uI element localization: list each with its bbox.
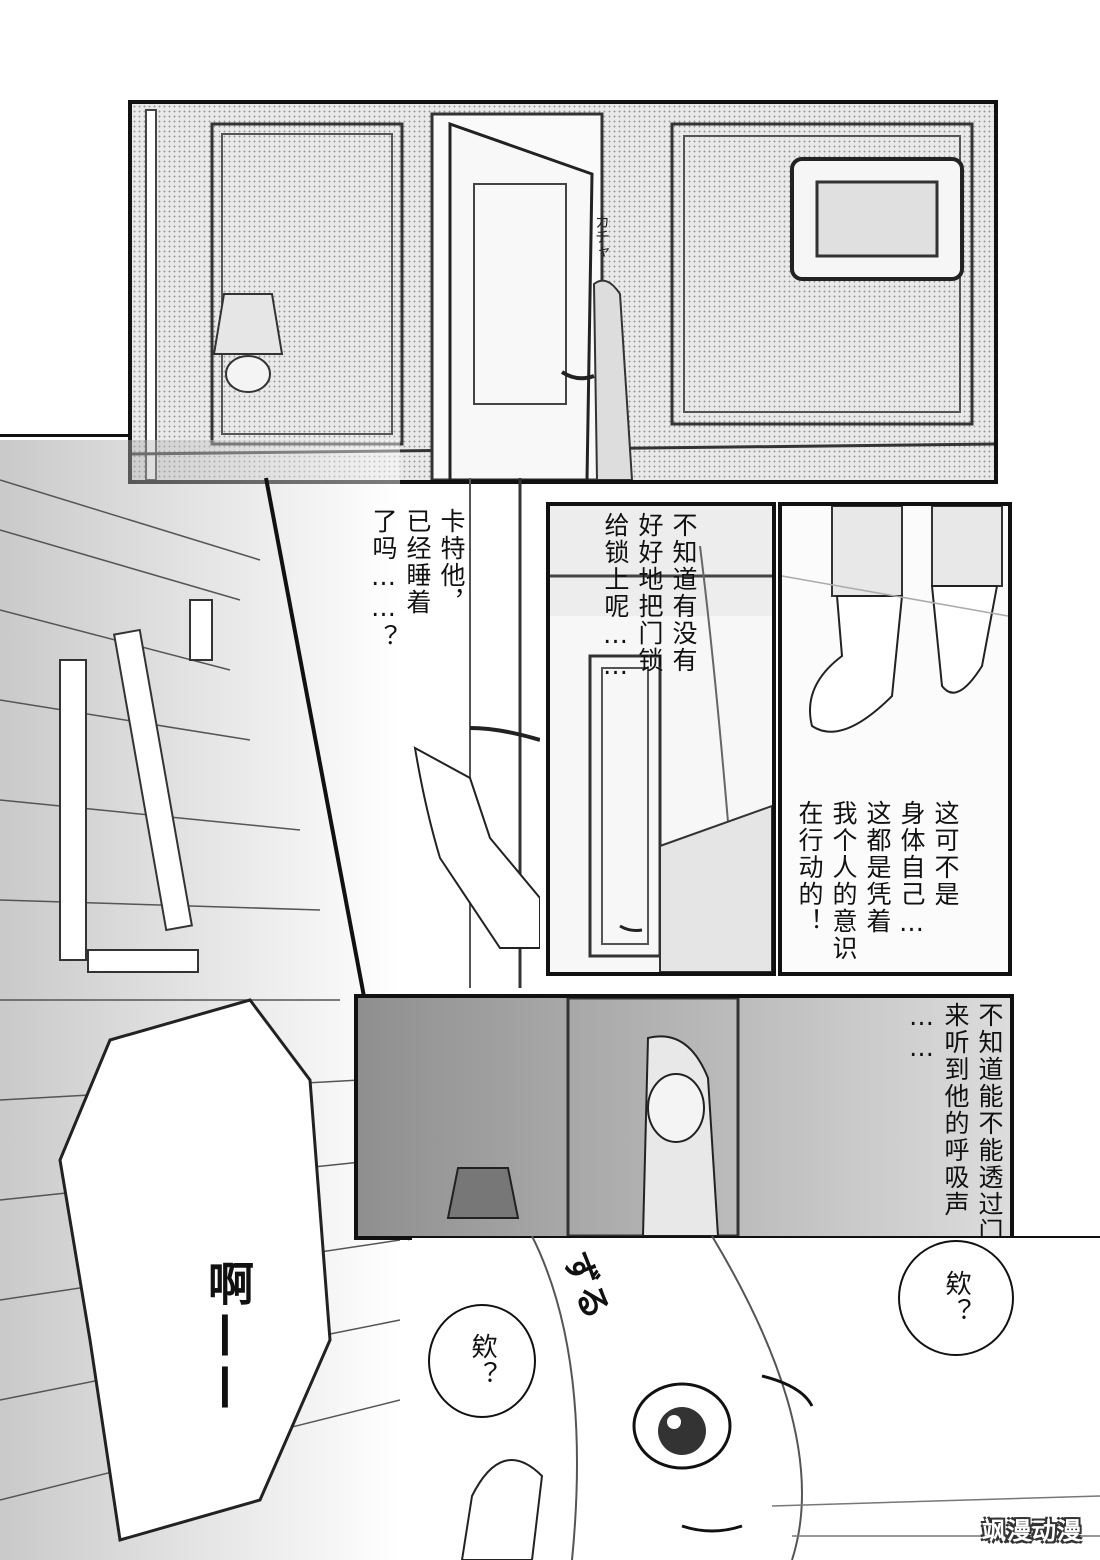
caption-asleep: 卡特他， 已经睡着 了吗……？	[369, 508, 466, 651]
caption-breathing: 不知道能不能透过门 来听到他的呼吸声 ……	[907, 1002, 1004, 1245]
watermark-logo: 飒漫动漫	[982, 1517, 1082, 1545]
shout-text: 啊——	[201, 1260, 255, 1416]
caption-own-will: 这可不是 身体自己… 这都是凭着 我个人的意识 在行动的！	[795, 800, 960, 962]
speech-bubble-left: 欸？	[428, 1304, 536, 1418]
panel-feet	[778, 502, 1012, 976]
panel-hand-door	[300, 478, 540, 988]
feet-art	[782, 506, 1008, 733]
bubble-right-text: 欸？	[941, 1270, 971, 1326]
face-closeup-art	[412, 1236, 1100, 1560]
hand-door-art	[413, 478, 540, 988]
girl-listening-art	[358, 998, 1010, 1236]
door-lock-art	[550, 506, 772, 972]
caption-door-lock: 不知道有没有 好好地把门锁 给锁上呢……	[601, 512, 698, 682]
panel-girl-listening	[354, 994, 1014, 1240]
room-illustration	[132, 109, 994, 480]
panel-door-lock	[546, 502, 776, 976]
panel-room-door: カチャ	[128, 100, 998, 484]
panel-border-line	[0, 434, 130, 437]
speech-bubble-right: 欸？	[898, 1240, 1014, 1356]
bubble-left-text: 欸？	[467, 1333, 497, 1389]
sfx-door-click: カチャ	[593, 214, 611, 259]
